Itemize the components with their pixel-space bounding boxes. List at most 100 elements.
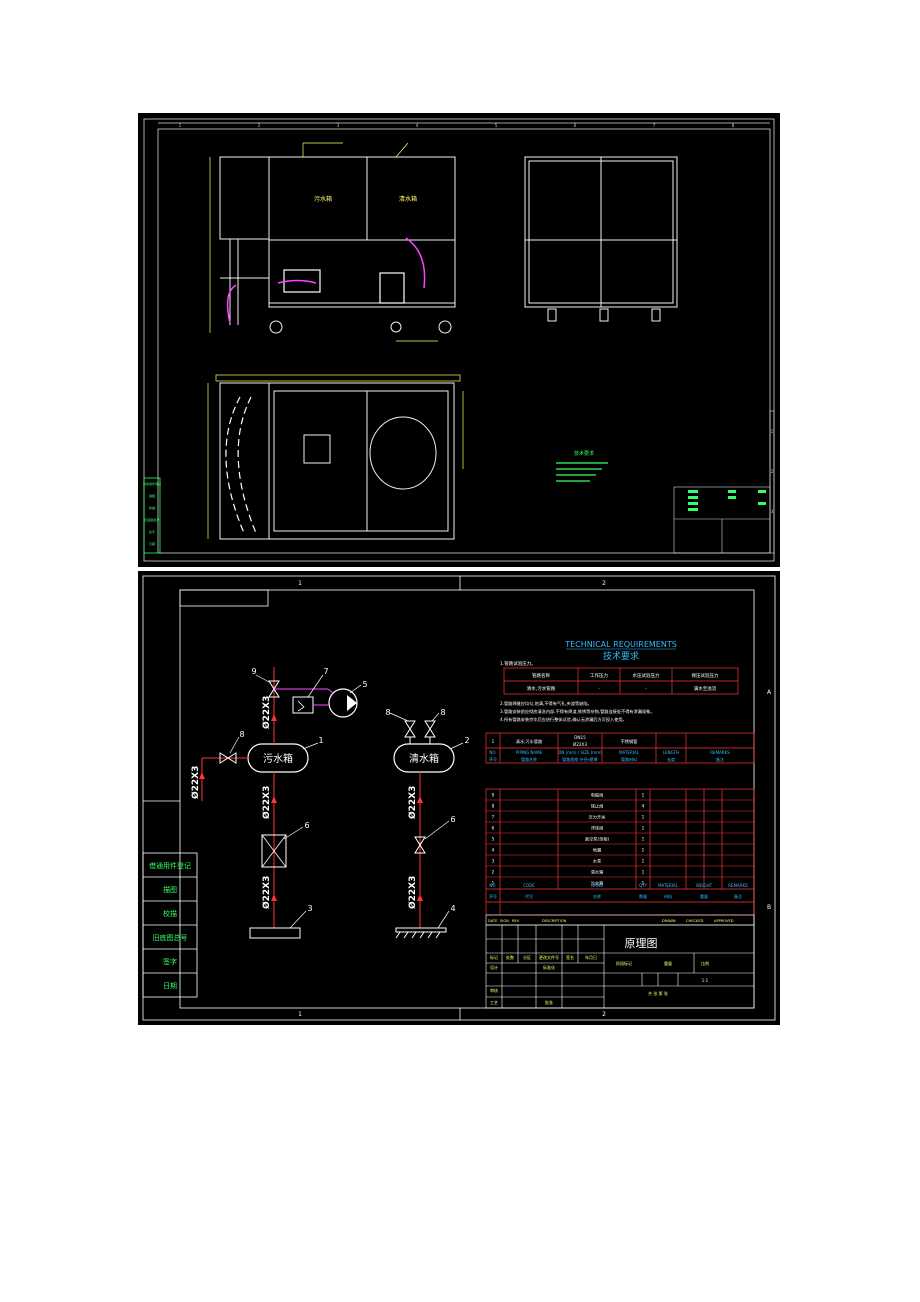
ball-valve-icon [219, 752, 237, 764]
parts-row-name: 球止阀 [591, 803, 604, 810]
tb-mark: 标记 [490, 954, 498, 960]
zone-side-b: B [767, 904, 771, 911]
tb-change-doc: 更改文件号 [539, 954, 559, 960]
pipe-head-cn-no: 序号 [489, 756, 497, 762]
tank-label-clean: 清水箱 [399, 195, 417, 203]
parts-row-qty: 1 [642, 815, 645, 820]
sheet2-sidebar: 借通用件登记 描图 校描 旧底图总号 签字 日期 [149, 861, 191, 990]
tb-process: 工艺 [490, 1000, 498, 1005]
rev-drawn: DRAWN [662, 919, 676, 923]
zone-side-a: A [767, 689, 772, 696]
tb-date: 年月日 [585, 954, 597, 960]
tb-design: 设计 [490, 964, 498, 970]
sidebar-borrow: 借通用件登记 [149, 861, 191, 870]
schematic-drawing-sheet: 1 2 1 2 A B 借通用件登记 描图 校描 旧底图总号 签字 日期 污水箱… [138, 571, 780, 1025]
sidebar-date: 日期 [163, 982, 177, 990]
parts-head-en-code: CODE [523, 883, 535, 888]
tech-note-3: 3.管路安装前应彻底清洗内部,不得有焊渣,铁锈等杂物,管路连接处不得有渗漏现象。 [500, 708, 655, 715]
parts-row-qty: 4 [642, 804, 645, 809]
floor-drain-icon [395, 927, 447, 939]
parts-row-name: 真空泵(单相) [585, 836, 610, 843]
pipe-head-cn-material: 管路材料 [621, 756, 637, 762]
schematic-drawing-svg: 1 2 1 2 A B 借通用件登记 描图 校描 旧底图总号 签字 日期 污水箱… [142, 575, 776, 1021]
pipe-head-en-material: MATERIAL [619, 750, 640, 755]
pipe-size-label: Ø22X3 [407, 786, 418, 819]
pressure-cell-work: - [598, 687, 600, 692]
zone-top-number: 2 [258, 123, 261, 128]
pipe-size-label: Ø22X3 [261, 696, 272, 729]
zone-top-2: 2 [602, 580, 606, 587]
parts-row-no: 1 [492, 881, 495, 886]
zone-top-number: 7 [653, 123, 656, 128]
parts-row-name: 浮球阀 [591, 825, 604, 832]
pipe-row-name: 清水,污水管路 [516, 738, 543, 745]
pressure-header-work: 工作压力 [590, 672, 608, 679]
pipe-head-en-length: LENGTH [663, 750, 679, 755]
rev-description: DESCRIPTION [542, 919, 567, 923]
pipe-size-label: Ø22X3 [261, 786, 272, 819]
sidebar-item: 借通用件登记 [143, 481, 161, 486]
parts-row-name: 地漏 [593, 847, 601, 854]
tech-note-2: 2.管路焊缝应均匀,饱满,不得有气孔,夹渣等缺陷。 [500, 700, 592, 707]
zone-top-number: 8 [732, 123, 735, 128]
ball-valve-icon [404, 720, 436, 738]
zone-top-number: 1 [179, 123, 182, 128]
parts-row-qty: 1 [642, 826, 645, 831]
float-valve-icon [261, 834, 287, 868]
parts-head-cn-weight: 重量 [700, 893, 708, 899]
tb-scale-value: 1:1 [702, 978, 709, 983]
parts-row-qty: 1 [642, 848, 645, 853]
pipe-row-material: 不锈钢管 [621, 738, 638, 745]
pressure-header-hold: 保压试验压力 [692, 672, 719, 679]
zone-top-1: 1 [298, 580, 302, 587]
tech-req-intro: 1.管路试验压力。 [500, 660, 536, 667]
pipe-row-no: 1 [492, 739, 495, 744]
parts-row-no: 7 [492, 815, 495, 820]
balloon-4: 4 [450, 904, 455, 913]
float-valve-icon [414, 836, 426, 854]
parts-row-qty: 1 [642, 859, 645, 864]
parts-head-cn-remarks: 备注 [734, 893, 742, 899]
parts-row-qty: 1 [642, 793, 645, 798]
balloon-8-clean-b: 8 [440, 708, 445, 717]
parts-row-no: 8 [492, 804, 495, 809]
zone-side-number: 1 [771, 429, 774, 434]
pipe-size-label: Ø22X3 [261, 876, 272, 909]
pipe-head-cn-remarks: 备注 [716, 756, 724, 762]
parts-head-cn-no: 序号 [489, 893, 497, 899]
parts-head-en-no: NO. [489, 883, 496, 888]
clean-tank-symbol [393, 743, 455, 773]
balloon-6-clean: 6 [450, 815, 455, 824]
pipe-head-en-remarks: REMARKS [710, 750, 730, 755]
parts-row-name: 污水箱 [591, 880, 604, 887]
parts-head-en-qty: QTY [639, 883, 648, 888]
pipe-head-cn-name: 管路名称 [521, 756, 537, 762]
tb-stage: 阶段标记 [616, 960, 632, 966]
solenoid-valve-icon [268, 680, 280, 698]
pipe-row-dn: DN15 [574, 735, 586, 740]
balloon-2: 2 [464, 736, 469, 745]
tb-scale: 比例 [701, 960, 709, 966]
pressure-switch-icon [292, 696, 314, 714]
parts-row-name: 电磁阀 [591, 792, 604, 799]
pressure-cell-name: 清水,污水管路 [527, 685, 556, 692]
rev-rev: REV [512, 919, 520, 923]
pipe-head-en-no: NO. [489, 750, 496, 755]
parts-head-cn-code: 代号 [525, 893, 533, 899]
pressure-table [503, 667, 739, 695]
balloon-9: 9 [251, 667, 256, 676]
pipe-head-en-name: PIPING NAME [516, 750, 543, 755]
parts-row-no: 5 [492, 837, 495, 842]
pressure-header-name: 管路名称 [532, 672, 550, 679]
title-block [485, 924, 755, 1009]
parts-row-no: 9 [492, 793, 495, 798]
parts-row-qty: 1 [642, 837, 645, 842]
pipe-table [485, 732, 755, 764]
tech-req-title-cn: 技术要求 [603, 650, 639, 662]
clean-tank-label: 清水箱 [409, 752, 439, 765]
pipe-head-cn-dn: 管路规格 外径x壁厚 [562, 756, 598, 762]
pipe-head-cn-length: 长度 [667, 756, 675, 762]
parts-head-cn-material: 材料 [664, 893, 672, 899]
pipe-head-en-dn: DN (mm) / SIZE (mm) [558, 750, 602, 755]
